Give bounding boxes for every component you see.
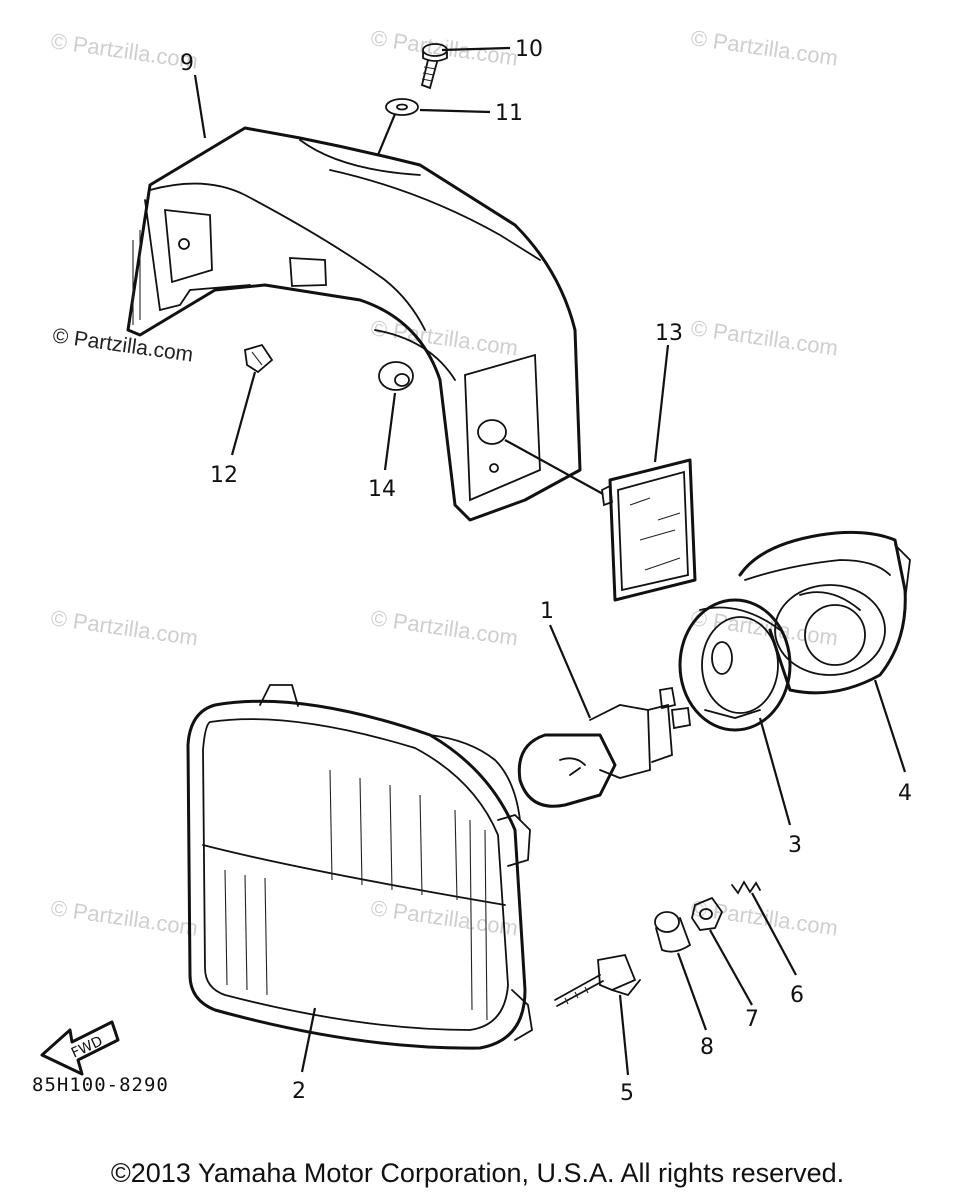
watermark: © Partzilla.com [49,28,199,73]
drawing-number: 85H100-8290 [32,1074,169,1096]
label-9: 9 [180,51,194,76]
part-3-socket-holder [678,598,792,732]
part-8-collar [654,911,692,953]
part-5-adjust-screw [554,953,641,1007]
watermark: © Partzilla.com [689,315,839,360]
label-4: 4 [898,781,912,806]
part-4-dust-cover [738,530,911,695]
part-14-grommet [378,361,414,391]
watermark-main: © Partzilla.com [51,324,194,366]
part-2-headlight-unit [186,684,533,1050]
label-11: 11 [495,101,523,126]
label-8: 8 [700,1035,714,1060]
label-2: 2 [292,1079,306,1104]
watermark: © Partzilla.com [369,895,519,940]
part-1-bulb [517,686,691,808]
part-11-washer [385,98,419,116]
label-14: 14 [368,477,396,502]
label-1: 1 [540,599,554,624]
part-12-clip [244,343,274,374]
part-6-spring [731,880,761,895]
label-12: 12 [210,463,238,488]
part-13-reflector [601,458,697,602]
label-3: 3 [788,833,802,858]
part-7-nut [691,896,724,931]
fwd-arrow: FWD [40,1020,120,1076]
part-9-cover [126,126,582,522]
leader-lines [193,46,907,1076]
label-6: 6 [790,983,804,1008]
watermark: © Partzilla.com [689,25,839,70]
label-7: 7 [745,1007,759,1032]
watermark: © Partzilla.com [369,605,519,650]
copyright-notice: ©2013 Yamaha Motor Corporation, U.S.A. A… [110,1158,845,1188]
fwd-label: FWD [69,1033,105,1061]
part-labels: 9 10 11 12 14 13 1 4 3 2 5 8 7 6 [180,37,912,1106]
label-5: 5 [620,1081,634,1106]
label-13: 13 [655,321,683,346]
watermark-layer: © Partzilla.com © Partzilla.com © Partzi… [49,25,839,940]
label-10: 10 [515,37,543,62]
watermark: © Partzilla.com [369,315,519,360]
part-10-bolt [420,43,448,90]
watermark: © Partzilla.com [49,895,199,940]
watermark: © Partzilla.com [49,605,199,650]
